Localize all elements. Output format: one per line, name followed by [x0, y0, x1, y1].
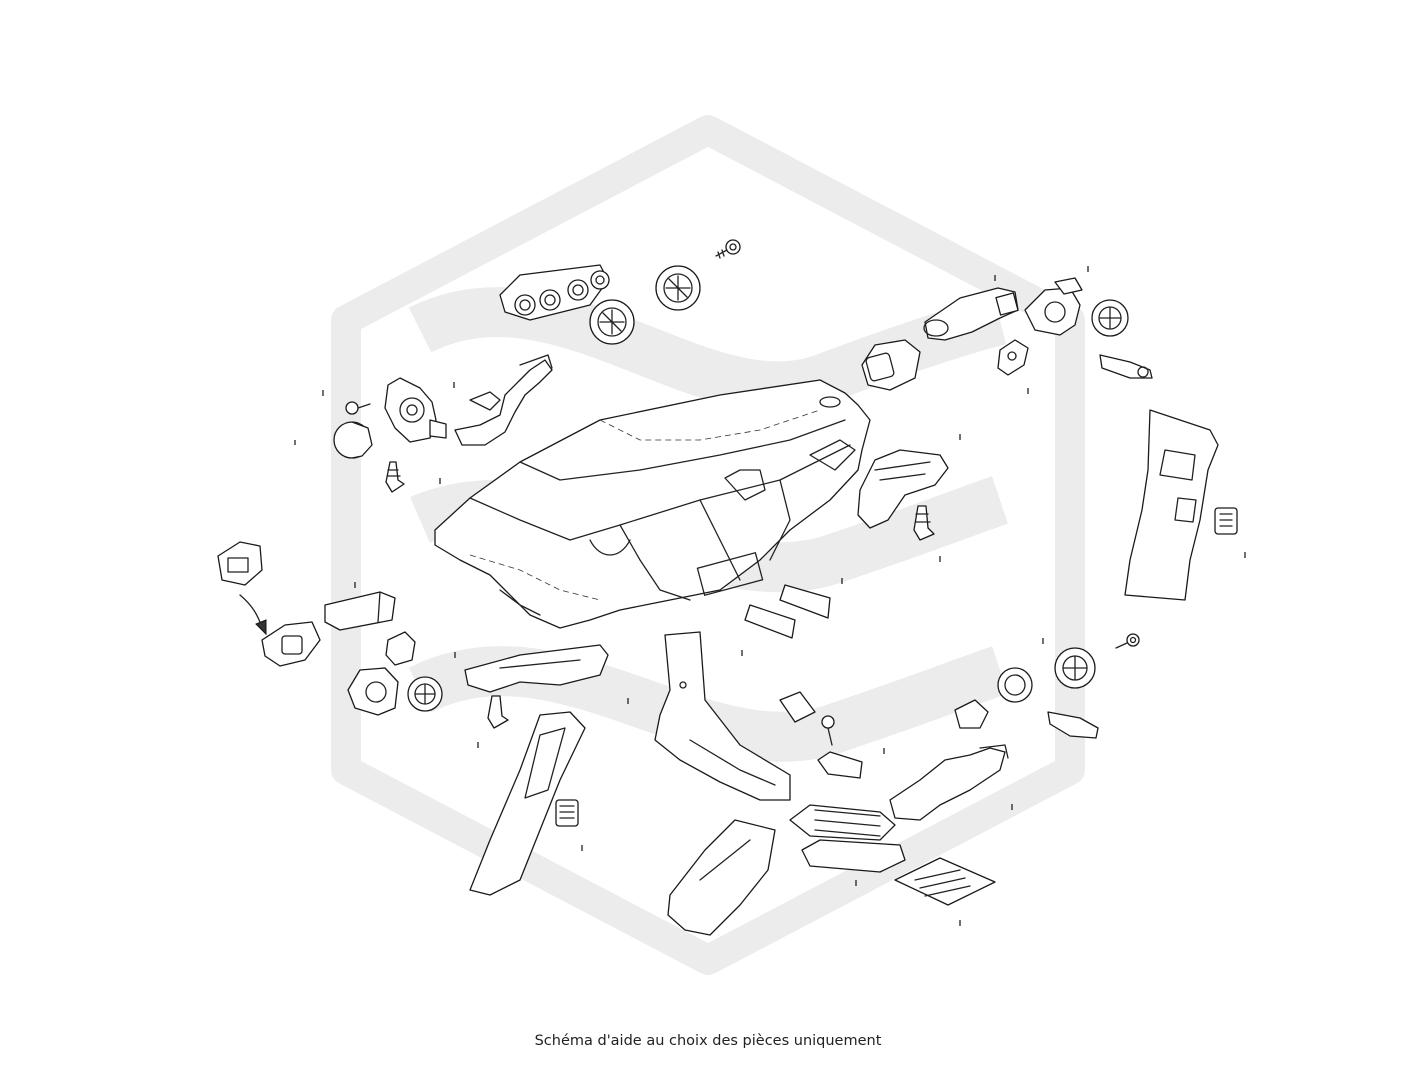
right-round-vent: [1091, 299, 1129, 337]
push-clip-right: [913, 505, 935, 541]
left-switch-module: [217, 541, 263, 586]
center-right-duct: [857, 449, 949, 529]
right-pillar-trim: [1124, 409, 1219, 601]
right-actuator: [1024, 277, 1083, 336]
round-cap: [333, 421, 373, 459]
arrow-head: [255, 619, 267, 636]
left-short-duct: [324, 591, 396, 631]
dashboard-main-panel: [434, 379, 871, 629]
right-connector: [1099, 354, 1153, 379]
round-vent-1: [589, 299, 635, 345]
vent-cluster-top: [499, 264, 610, 321]
reference-ticks: [294, 266, 1246, 926]
screw-lower-right: [1115, 633, 1140, 649]
right-vent-housing: [861, 339, 921, 391]
right-lower-connector: [1047, 711, 1099, 739]
right-upper-duct: [923, 287, 1019, 341]
right-sensor: [997, 339, 1029, 376]
left-small-motor: [385, 631, 416, 666]
right-side-clip: [1214, 507, 1238, 535]
center-floor-duct: [654, 631, 791, 801]
center-screw: [821, 715, 835, 746]
right-lower-duct: [889, 744, 1009, 821]
push-clip-left: [385, 461, 405, 493]
left-outlet: [261, 621, 321, 667]
left-actuator-lower: [347, 667, 399, 716]
left-lower-duct: [464, 644, 609, 693]
right-lower-vent-2: [1054, 647, 1096, 689]
diagram-caption: Schéma d'aide au choix des pièces unique…: [534, 1033, 882, 1049]
label-tag: [779, 691, 816, 723]
left-actuator: [384, 377, 447, 443]
lower-center-duct: [667, 819, 776, 936]
center-connector: [817, 751, 863, 779]
center-short-duct-2: [779, 584, 831, 619]
heater-housing: [801, 839, 906, 873]
push-clip-lower: [487, 695, 509, 729]
right-lower-sensor: [954, 699, 989, 729]
center-short-duct-1: [744, 604, 796, 639]
screw-top: [715, 239, 741, 259]
left-round-vent-lower: [407, 676, 443, 712]
round-vent-2: [655, 265, 701, 311]
lower-right-grille: [894, 857, 996, 906]
small-screw-left: [345, 401, 371, 415]
right-lower-vent-1: [997, 667, 1033, 703]
left-a-pillar-trim: [469, 711, 586, 896]
left-upper-duct: [454, 354, 553, 446]
heater-core: [789, 804, 896, 841]
left-pillar-clip: [555, 799, 579, 827]
